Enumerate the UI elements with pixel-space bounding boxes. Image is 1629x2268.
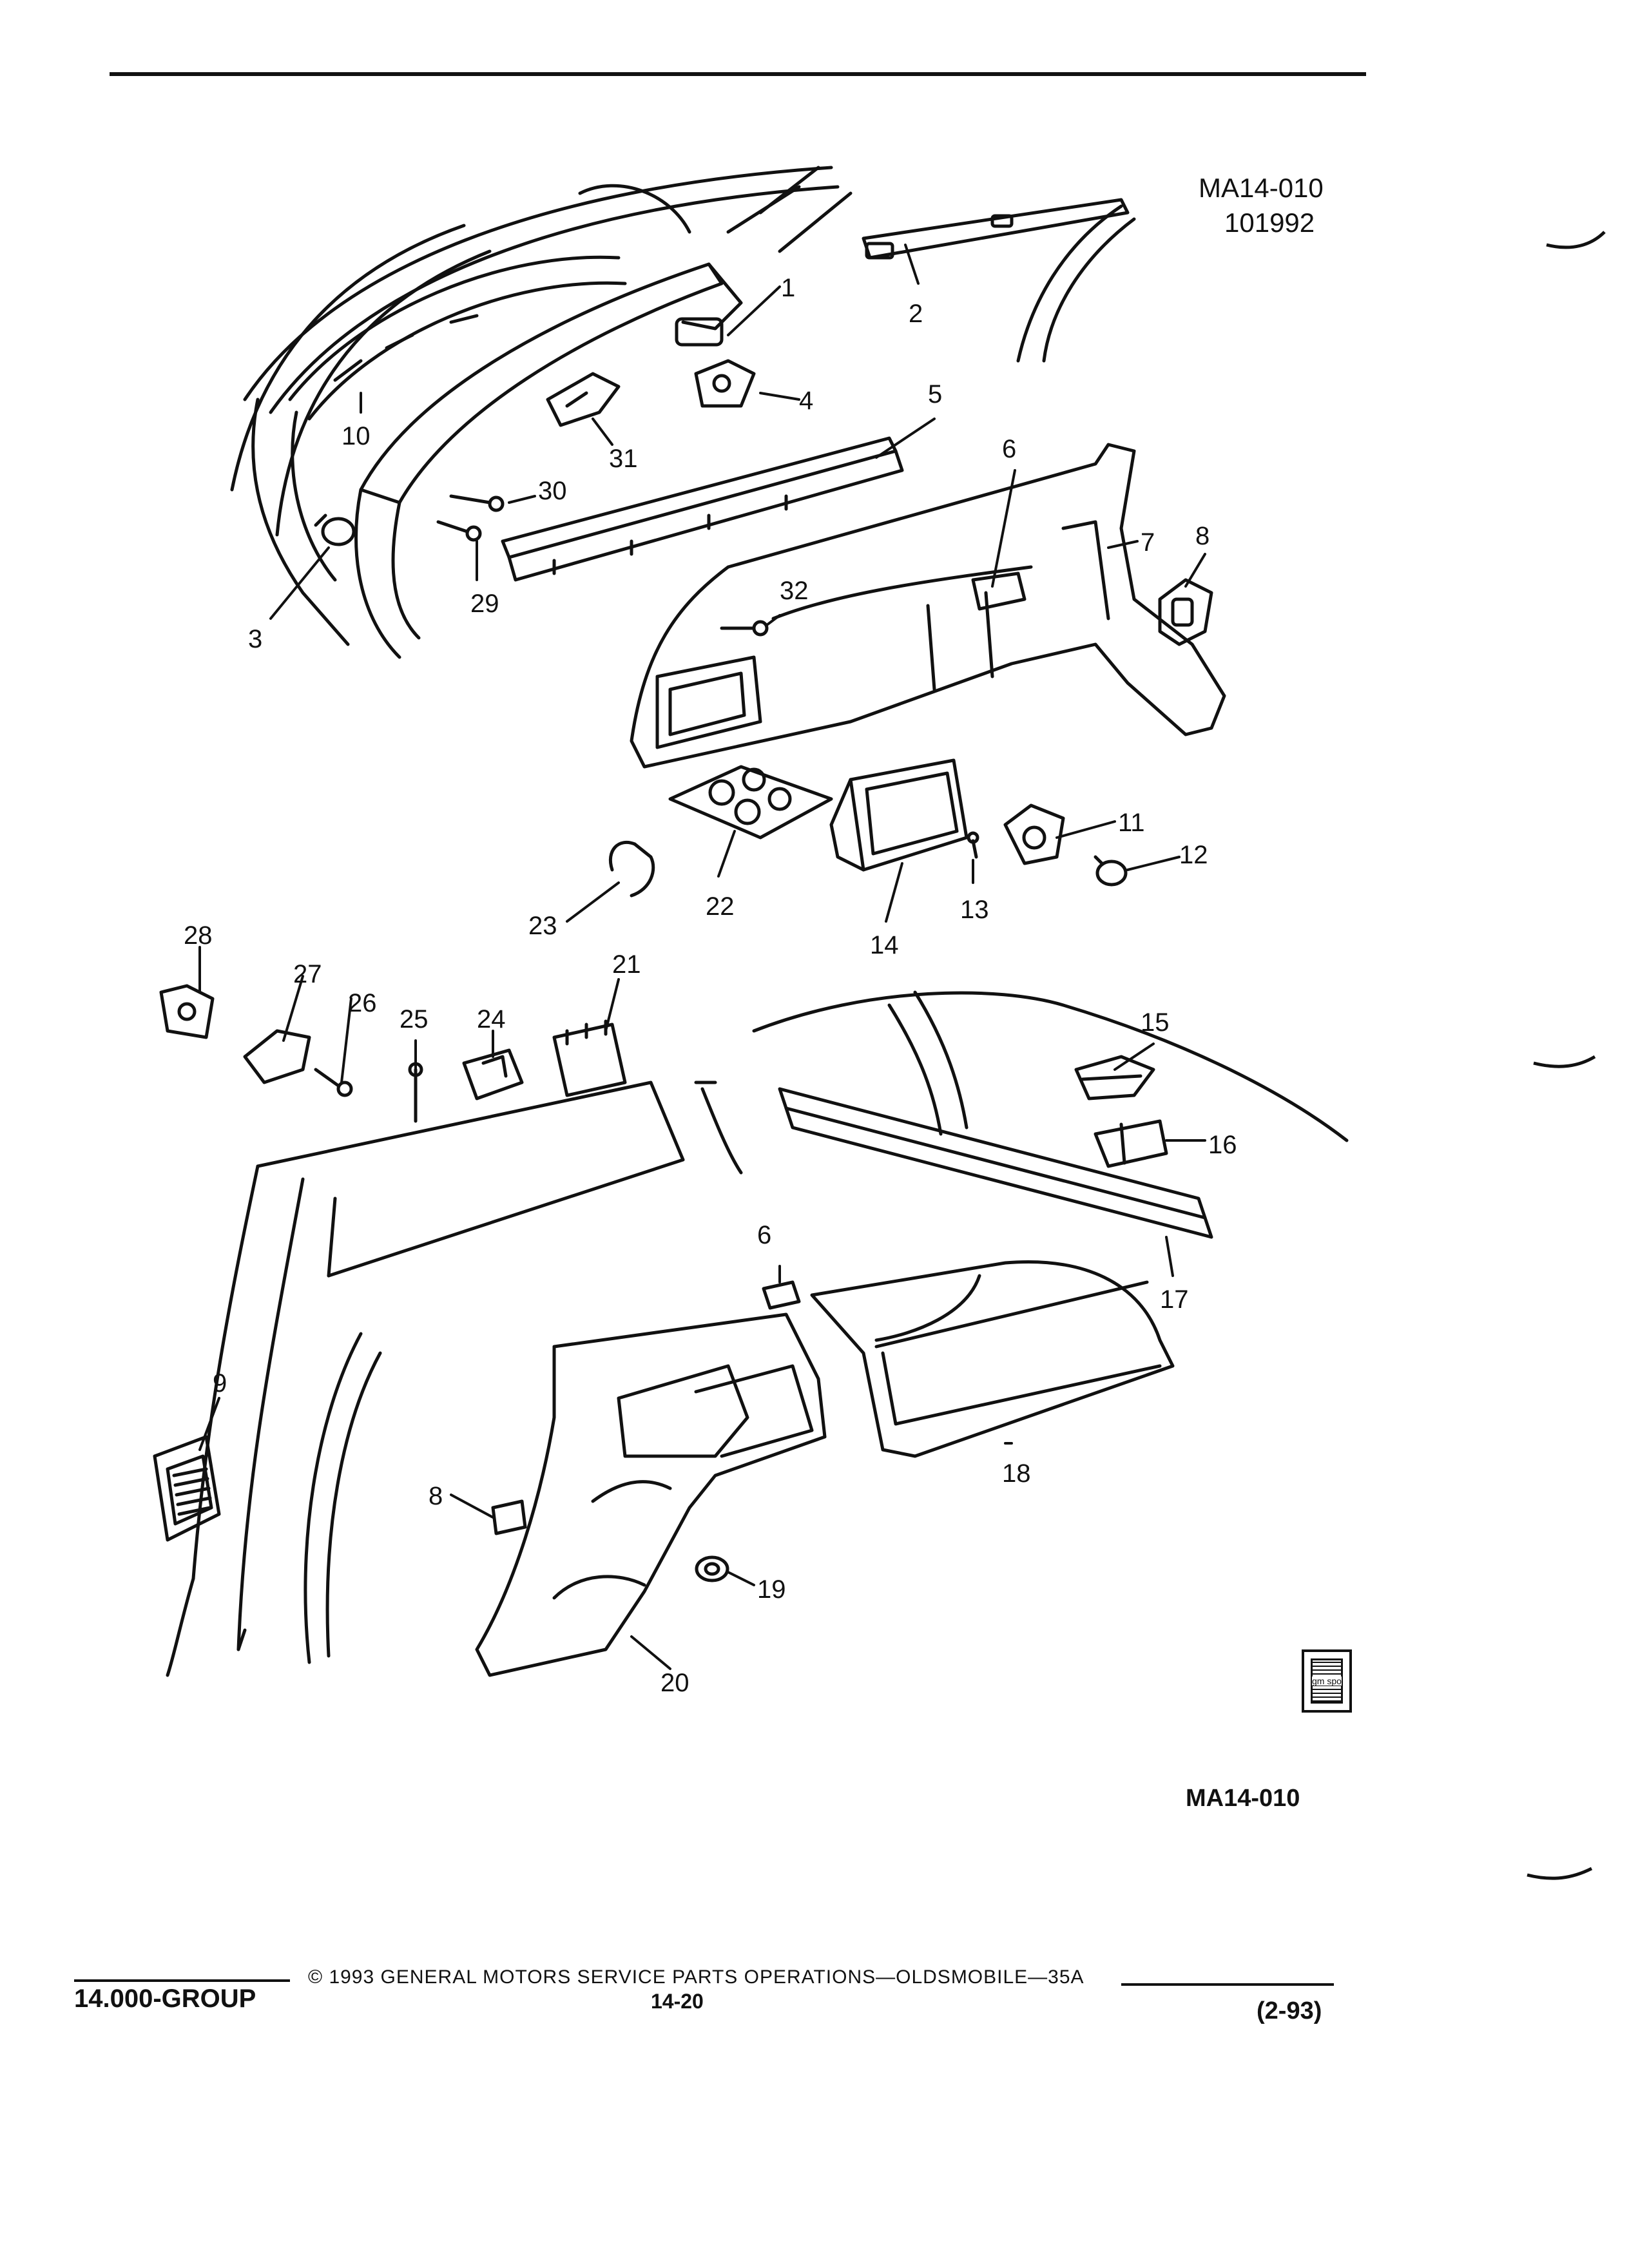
footer-rule-right xyxy=(1121,1983,1334,1986)
part-31-bracket xyxy=(546,372,621,427)
callout-labels: 1 2 3 4 5 6 7 8 9 10 11 12 13 14 15 16 1… xyxy=(184,274,1237,1697)
callout-14: 14 xyxy=(870,931,899,959)
part-32-pin xyxy=(720,620,769,637)
callout-17: 17 xyxy=(1160,1285,1189,1314)
callout-9: 9 xyxy=(213,1369,227,1398)
callout-27: 27 xyxy=(293,960,322,988)
part-6-lower-clip xyxy=(762,1280,801,1310)
part-14-storage-box xyxy=(829,758,969,872)
callout-19: 19 xyxy=(757,1575,786,1604)
figure-id: MA14-010 xyxy=(1199,173,1324,203)
lower-body-outline xyxy=(166,1081,743,1677)
callout-5: 5 xyxy=(928,380,942,408)
part-27-cover xyxy=(243,1029,311,1084)
part-22-tray xyxy=(668,765,833,840)
gm-spo-badge: gm spo xyxy=(1302,1649,1352,1713)
part-10-roof-rail xyxy=(288,255,627,421)
callout-26: 26 xyxy=(348,989,377,1017)
callout-25: 25 xyxy=(400,1005,429,1033)
part-16-bracket xyxy=(1094,1119,1168,1168)
callout-11: 11 xyxy=(1118,809,1145,837)
part-20-lower-quarter-trim xyxy=(475,1312,827,1677)
callout-12: 12 xyxy=(1179,841,1208,869)
part-1-quarter-upper-trim xyxy=(354,262,743,659)
part-11-latch-bracket xyxy=(1003,803,1065,865)
binder-marks xyxy=(1527,231,1606,1880)
part-7-quarter-trim-panel xyxy=(630,443,1226,769)
figure-date: 101992 xyxy=(1224,207,1315,238)
part-25-screw xyxy=(408,1062,423,1123)
part-30-screw xyxy=(449,494,505,512)
callout-24: 24 xyxy=(477,1005,506,1033)
leader-lines xyxy=(198,244,1206,1670)
callout-30: 30 xyxy=(538,477,567,505)
callout-21: 21 xyxy=(612,950,641,979)
lower-roof-outline xyxy=(752,990,1349,1142)
figure-caption: MA14-010 xyxy=(1186,1785,1300,1812)
part-23-hook xyxy=(608,840,655,898)
part-26-bolt xyxy=(314,1068,353,1097)
callout-32: 32 xyxy=(780,577,809,605)
part-3-pillar-molding xyxy=(251,398,356,646)
callout-22: 22 xyxy=(706,892,735,921)
footer-group: 14.000-GROUP xyxy=(74,1984,256,2013)
part-13-screw xyxy=(967,831,979,859)
callout-10: 10 xyxy=(342,422,371,450)
callout-16: 16 xyxy=(1208,1131,1237,1159)
callout-31: 31 xyxy=(609,445,638,473)
part-8-upper-plug xyxy=(1158,578,1213,646)
part-15-hinge xyxy=(1074,1055,1155,1100)
part-21-striker xyxy=(552,1019,627,1097)
callout-18: 18 xyxy=(1002,1459,1031,1488)
callout-6-lower: 6 xyxy=(757,1221,771,1249)
part-9-speaker-grille xyxy=(153,1435,221,1542)
callout-28: 28 xyxy=(184,921,213,950)
part-18-trunk-panel xyxy=(810,1260,1175,1458)
callout-4: 4 xyxy=(799,387,813,415)
callout-8: 8 xyxy=(1195,522,1210,550)
callout-29: 29 xyxy=(470,590,499,618)
part-29-screw xyxy=(436,520,482,542)
part-19-grommet xyxy=(695,1555,729,1582)
callout-8-lower: 8 xyxy=(429,1482,443,1510)
part-8-lower-plug xyxy=(491,1499,527,1535)
callout-20: 20 xyxy=(660,1669,689,1697)
callout-15: 15 xyxy=(1141,1008,1170,1037)
footer-page-number: 14-20 xyxy=(651,1990,704,2013)
footer-revision: (2-93) xyxy=(1257,1997,1322,2024)
part-12-knob xyxy=(1094,855,1128,887)
part-2-roof-side-trim xyxy=(862,198,1136,363)
part-28-bracket xyxy=(159,984,215,1039)
part-4-clip xyxy=(694,359,756,408)
callout-6: 6 xyxy=(1002,435,1016,463)
top-rule xyxy=(110,72,1366,76)
callout-2: 2 xyxy=(909,300,923,328)
callout-1: 1 xyxy=(781,274,795,302)
part-5-sill-plate xyxy=(501,436,904,582)
callout-13: 13 xyxy=(960,896,989,924)
callout-3: 3 xyxy=(248,625,262,653)
footer-rule-left xyxy=(74,1979,290,1982)
footer-copyright: © 1993 GENERAL MOTORS SERVICE PARTS OPER… xyxy=(308,1966,1084,1988)
roof-headliner-outline xyxy=(230,166,853,537)
part-17-sill-molding xyxy=(778,1087,1213,1239)
callout-23: 23 xyxy=(528,912,557,940)
gm-spo-badge-text: gm spo xyxy=(1312,1676,1342,1686)
callout-7: 7 xyxy=(1141,528,1155,557)
